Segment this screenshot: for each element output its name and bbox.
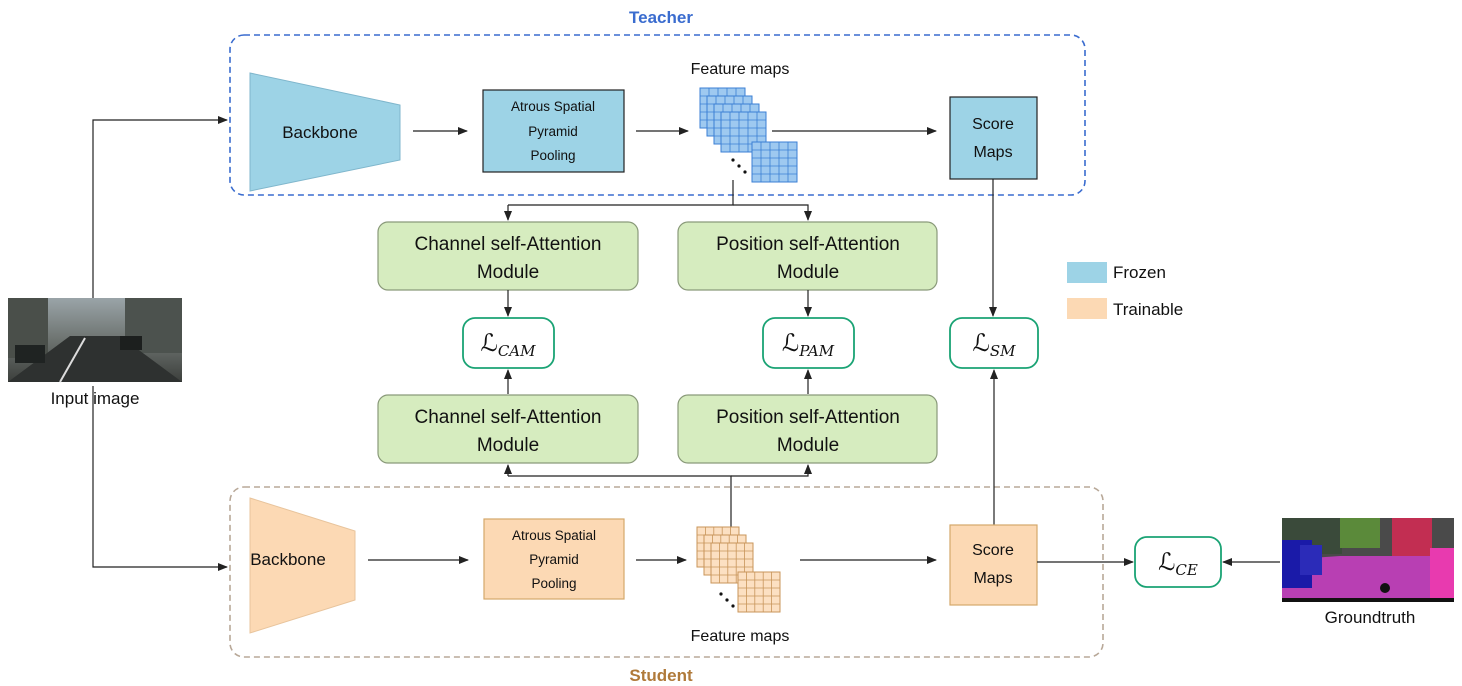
teacher-aspp-line2: Pyramid [528, 124, 578, 139]
loss-pam: ℒPAM [782, 329, 835, 360]
legend-trainable-swatch [1067, 298, 1107, 319]
student-cam-line1: Channel self-Attention [415, 407, 602, 428]
student-backbone [249, 497, 356, 634]
teacher-feature-maps [699, 87, 798, 183]
groundtruth-label: Groundtruth [1325, 608, 1416, 627]
student-feature-maps-label: Feature maps [691, 628, 790, 645]
student-backbone-label: Backbone [250, 550, 326, 569]
student-aspp [483, 518, 625, 600]
student-pam-line1: Position self-Attention [716, 407, 900, 428]
student-aspp-line2: Pyramid [529, 552, 579, 567]
student-score-maps [949, 524, 1038, 606]
input-image [8, 298, 182, 383]
teacher-frame [229, 34, 1086, 196]
loss-sm: ℒSM [973, 329, 1017, 360]
teacher-cam-line2: Module [477, 262, 539, 283]
student-channel-attention [377, 394, 639, 464]
student-to-pam-arrow [731, 464, 812, 477]
legend-trainable-label: Trainable [1113, 300, 1183, 319]
student-score-line2: Maps [973, 570, 1012, 587]
student-feature-maps [696, 526, 781, 613]
teacher-fm-split-line [508, 180, 734, 206]
groundtruth-image [1282, 518, 1454, 602]
teacher-score-line1: Score [972, 116, 1014, 133]
teacher-title: Teacher [629, 8, 693, 27]
teacher-feature-maps-label: Feature maps [691, 61, 790, 78]
teacher-aspp-line3: Pooling [530, 148, 575, 163]
student-score-line1: Score [972, 542, 1014, 559]
legend-frozen-label: Frozen [1113, 263, 1166, 282]
student-aspp-line1: Atrous Spatial [512, 528, 596, 543]
teacher-cam-line1: Channel self-Attention [415, 234, 602, 255]
student-title: Student [629, 666, 693, 685]
teacher-score-maps [949, 96, 1038, 180]
loss-ce: ℒCE [1158, 548, 1198, 579]
legend-frozen-swatch [1067, 262, 1107, 283]
teacher-aspp-line1: Atrous Spatial [511, 99, 595, 114]
student-pam-line2: Module [777, 435, 839, 456]
input-to-student-arrow [92, 386, 228, 571]
student-position-attention [677, 394, 938, 464]
teacher-to-pam-arrow [733, 204, 812, 221]
student-aspp-line3: Pooling [531, 576, 576, 591]
teacher-backbone-label: Backbone [282, 123, 358, 142]
teacher-score-line2: Maps [973, 144, 1012, 161]
input-to-teacher-arrow [92, 116, 228, 298]
teacher-backbone [249, 72, 401, 192]
loss-pam-box [762, 317, 855, 369]
loss-cam: ℒCAM [481, 329, 537, 360]
teacher-aspp [482, 89, 625, 173]
student-frame [229, 486, 1104, 658]
teacher-pam-line1: Position self-Attention [716, 234, 900, 255]
loss-cam-box [462, 317, 555, 369]
teacher-pam-line2: Module [777, 262, 839, 283]
loss-sm-box [949, 317, 1039, 369]
loss-ce-box [1134, 536, 1222, 588]
input-image-label: Input image [51, 389, 140, 408]
student-cam-line2: Module [477, 435, 539, 456]
